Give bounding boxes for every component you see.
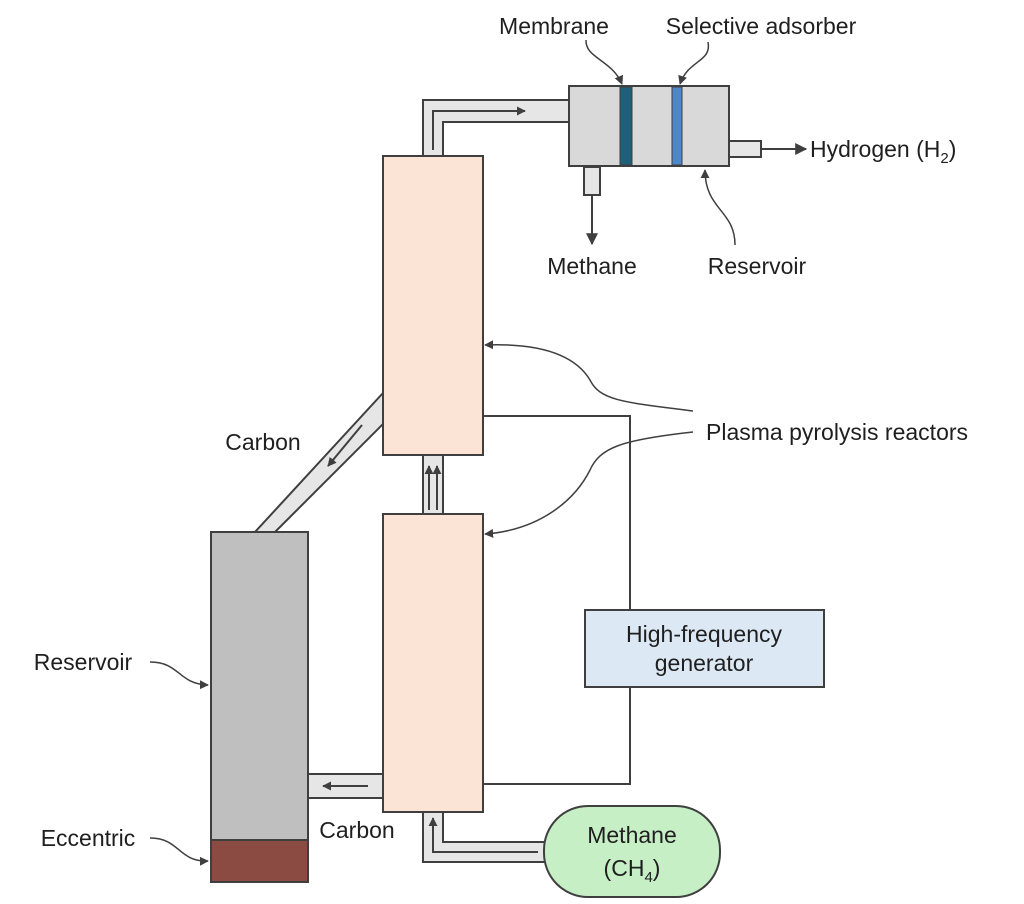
leader-reservoir-top: [700, 169, 736, 246]
methane-tank: [543, 805, 721, 898]
pipe-reactor-connector: [422, 454, 444, 515]
label-membrane: Membrane: [499, 13, 609, 39]
methane-tank-line1: Methane: [587, 822, 677, 848]
label-methane-out: Methane: [547, 253, 637, 279]
high-frequency-generator: [584, 609, 825, 688]
methane-outlet-pipe: [583, 166, 601, 196]
membrane-layer: [619, 86, 633, 166]
pipe-reactor-to-separator: [422, 99, 573, 157]
flow-arrow-methane-feed: [428, 817, 538, 853]
leader-plasma-upper: [484, 340, 694, 412]
hydrogen-prefix: Hydrogen (H: [810, 136, 940, 162]
methane-tank-line2: (CH4): [604, 855, 661, 886]
flow-arrow-carbon-diagonal: [327, 424, 363, 467]
label-plasma-reactors: Plasma pyrolysis reactors: [706, 419, 968, 445]
hydrogen-suffix: ): [949, 136, 957, 162]
label-eccentric: Eccentric: [41, 825, 136, 851]
upper-reactor: [382, 155, 484, 456]
leader-adsorber: [678, 41, 710, 85]
flow-arrow-top: [432, 106, 526, 150]
ch4-prefix: (CH: [604, 855, 645, 881]
leader-reservoir-left: [149, 661, 209, 690]
eccentric-block: [210, 839, 309, 883]
pipe-carbon-diagonal: [252, 390, 384, 533]
generator-line2: generator: [655, 650, 754, 676]
ch4-subscript: 4: [644, 869, 652, 886]
leader-membrane: [585, 39, 624, 85]
generator-wire: [483, 415, 631, 785]
label-hydrogen: Hydrogen (H2): [810, 136, 956, 167]
hydrogen-subscript: 2: [940, 150, 948, 167]
leader-plasma-lower: [484, 431, 694, 538]
hydrogen-outlet-pipe: [728, 140, 762, 158]
label-selective-adsorber: Selective adsorber: [666, 13, 857, 39]
generator-line1: High-frequency: [626, 621, 782, 647]
label-carbon-upper: Carbon: [225, 429, 300, 455]
ch4-suffix: ): [653, 855, 661, 881]
adsorber-layer: [671, 86, 683, 166]
leader-eccentric: [149, 837, 209, 866]
label-reservoir-left: Reservoir: [34, 649, 133, 675]
pipe-methane-feed: [422, 811, 549, 863]
lower-reactor: [382, 513, 484, 813]
label-carbon-lower: Carbon: [319, 817, 394, 843]
label-reservoir-top: Reservoir: [708, 253, 807, 279]
carbon-reservoir: [210, 531, 309, 841]
separator-unit: [568, 85, 730, 167]
